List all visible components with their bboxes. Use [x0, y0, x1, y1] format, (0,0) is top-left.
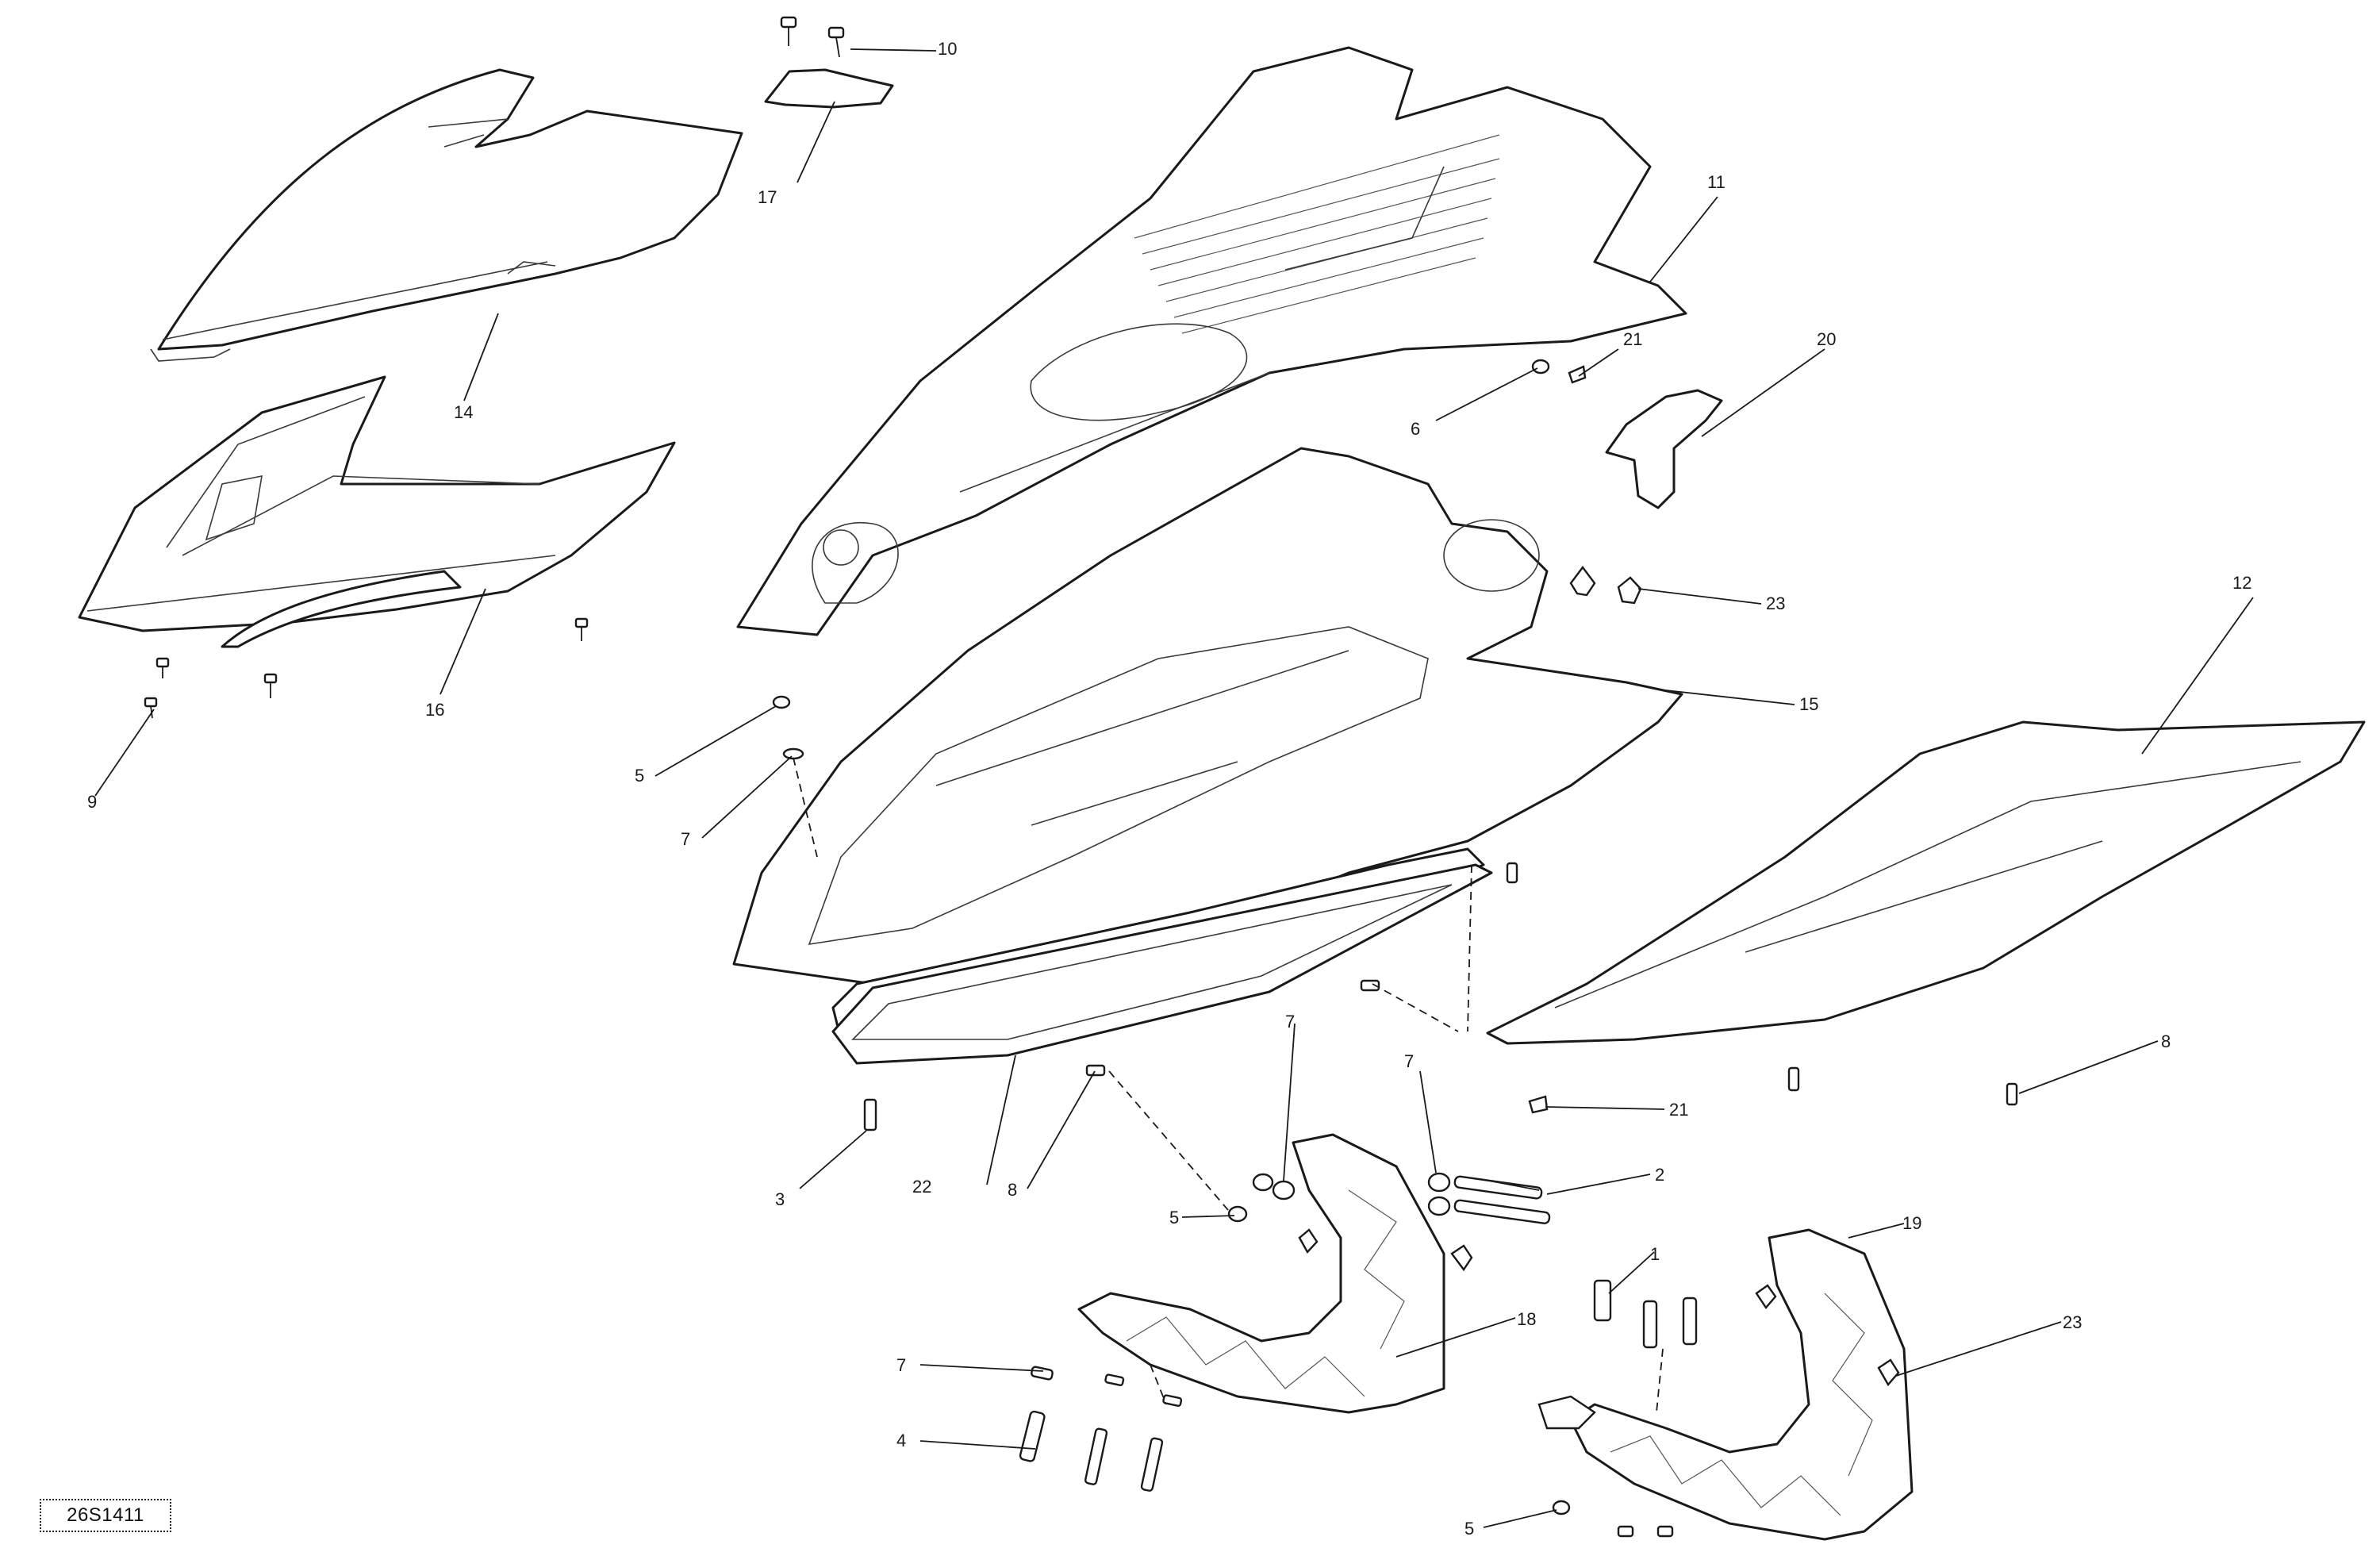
part-11-upper-deck: [736, 46, 1687, 636]
callout-7-lower: 7: [896, 1355, 906, 1375]
callout-15: 15: [1799, 694, 1818, 714]
callout-5-lower: 5: [1464, 1519, 1474, 1539]
callout-7-upper: 7: [681, 829, 690, 849]
callout-14: 14: [454, 402, 473, 422]
part-19-handle-bracket: [1569, 1228, 1914, 1541]
callout-12: 12: [2232, 573, 2251, 593]
part-17-bracket: [764, 68, 894, 109]
callout-labels: 10 17 11 14 21 20 6 23 12 16 15 5 9 7 7 …: [87, 39, 2251, 1539]
callout-leader-lines: [94, 48, 2254, 1528]
callout-8-right: 8: [2161, 1031, 2171, 1051]
callout-23-top: 23: [1766, 594, 1785, 613]
callout-6: 6: [1411, 419, 1420, 439]
callout-10: 10: [938, 39, 957, 59]
callout-21-lower: 21: [1669, 1100, 1688, 1120]
callout-5-upper: 5: [635, 766, 644, 786]
callout-22: 22: [912, 1177, 931, 1197]
callout-9: 9: [87, 792, 97, 812]
callout-7-mid-right: 7: [1404, 1051, 1414, 1071]
callout-11: 11: [1707, 172, 1726, 192]
callout-23-lower: 23: [2063, 1312, 2082, 1332]
callout-3: 3: [775, 1189, 785, 1209]
part-18-handle-bracket: [1077, 1133, 1445, 1414]
callout-20: 20: [1817, 329, 1836, 349]
callout-7-mid-left: 7: [1285, 1012, 1295, 1031]
drawing-reference-code: 26S1411: [40, 1499, 171, 1532]
callout-18: 18: [1517, 1309, 1536, 1329]
callout-19: 19: [1902, 1213, 1921, 1233]
part-16-front-nose-cover: [78, 375, 676, 648]
part-20-latch: [1605, 389, 1723, 509]
callout-16: 16: [425, 700, 444, 720]
callout-2: 2: [1655, 1165, 1664, 1185]
callout-8-lower: 8: [1008, 1180, 1017, 1200]
callout-17: 17: [758, 187, 777, 207]
callout-21-top: 21: [1623, 329, 1642, 349]
part-22-gasket: [831, 863, 1493, 1065]
callout-4: 4: [896, 1431, 906, 1450]
assembly-guide-lines: [793, 757, 1664, 1413]
part-14-top-cover: [150, 68, 743, 362]
callout-1: 1: [1650, 1244, 1660, 1264]
callout-5-mid: 5: [1169, 1208, 1179, 1227]
part-12-side-panel: [1486, 720, 2366, 1045]
